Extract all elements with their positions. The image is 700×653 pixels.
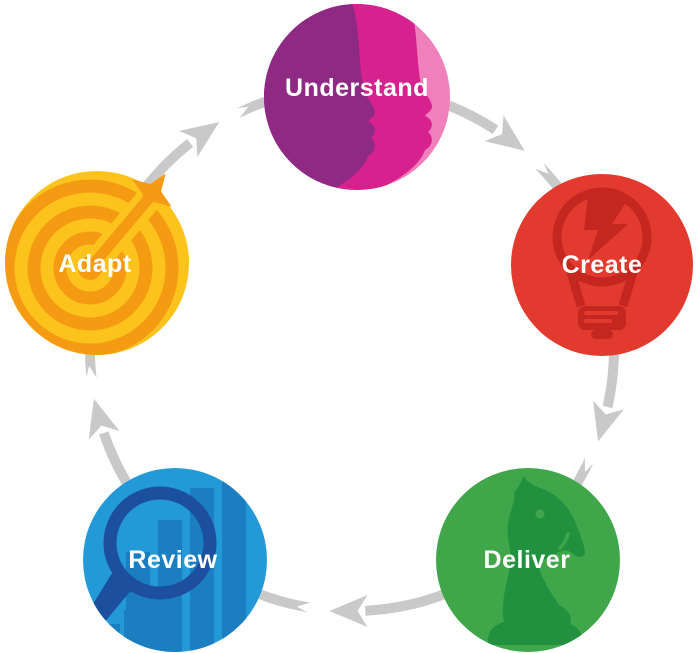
stage-deliver: Deliver [436,468,620,652]
arrowhead-understand-create [484,115,525,151]
lightning-bolt [584,196,630,260]
adapt-label: Adapt [58,250,132,278]
bar-small-1 [104,624,120,652]
bulb-base-lines [584,311,618,323]
stage-adapt: Adapt [5,171,189,355]
target-rings [5,179,179,355]
arrowhead-deliver-review [329,595,368,628]
arrowhead-review-adapt [88,398,120,440]
magnifier-ring [103,486,217,600]
bulb-outline [552,187,652,287]
target-ring-middle [27,205,153,331]
stage-understand: Understand [264,4,450,190]
understand-label: Understand [285,74,429,102]
arrowhead-adapt-understand [178,122,220,158]
face-profile-purple [264,4,375,190]
face-profiles-icon [264,4,432,190]
bulb-base [578,306,626,330]
dart-fletching-star [132,173,172,213]
create-label: Create [562,251,643,279]
bulb-tip [591,330,613,339]
review-label: Review [128,546,217,574]
arrowhead-create-deliver [593,400,624,442]
target-ring-outer [5,179,179,355]
knight-silhouette [487,476,585,645]
bulb-neck [565,267,639,308]
stage-review: Review [83,468,267,652]
stage-create: Create [511,174,693,356]
target-ring-inner [53,231,127,305]
arrowheads [88,115,624,628]
bar-4 [222,470,246,652]
knight-jaw-line [558,532,570,550]
knight-eye [535,509,545,519]
bar-small-2 [124,610,140,652]
bar-small-3 [144,596,160,652]
lightbulb-icon [552,187,652,339]
deliver-label: Deliver [484,546,571,574]
chess-knight-icon [487,476,585,645]
